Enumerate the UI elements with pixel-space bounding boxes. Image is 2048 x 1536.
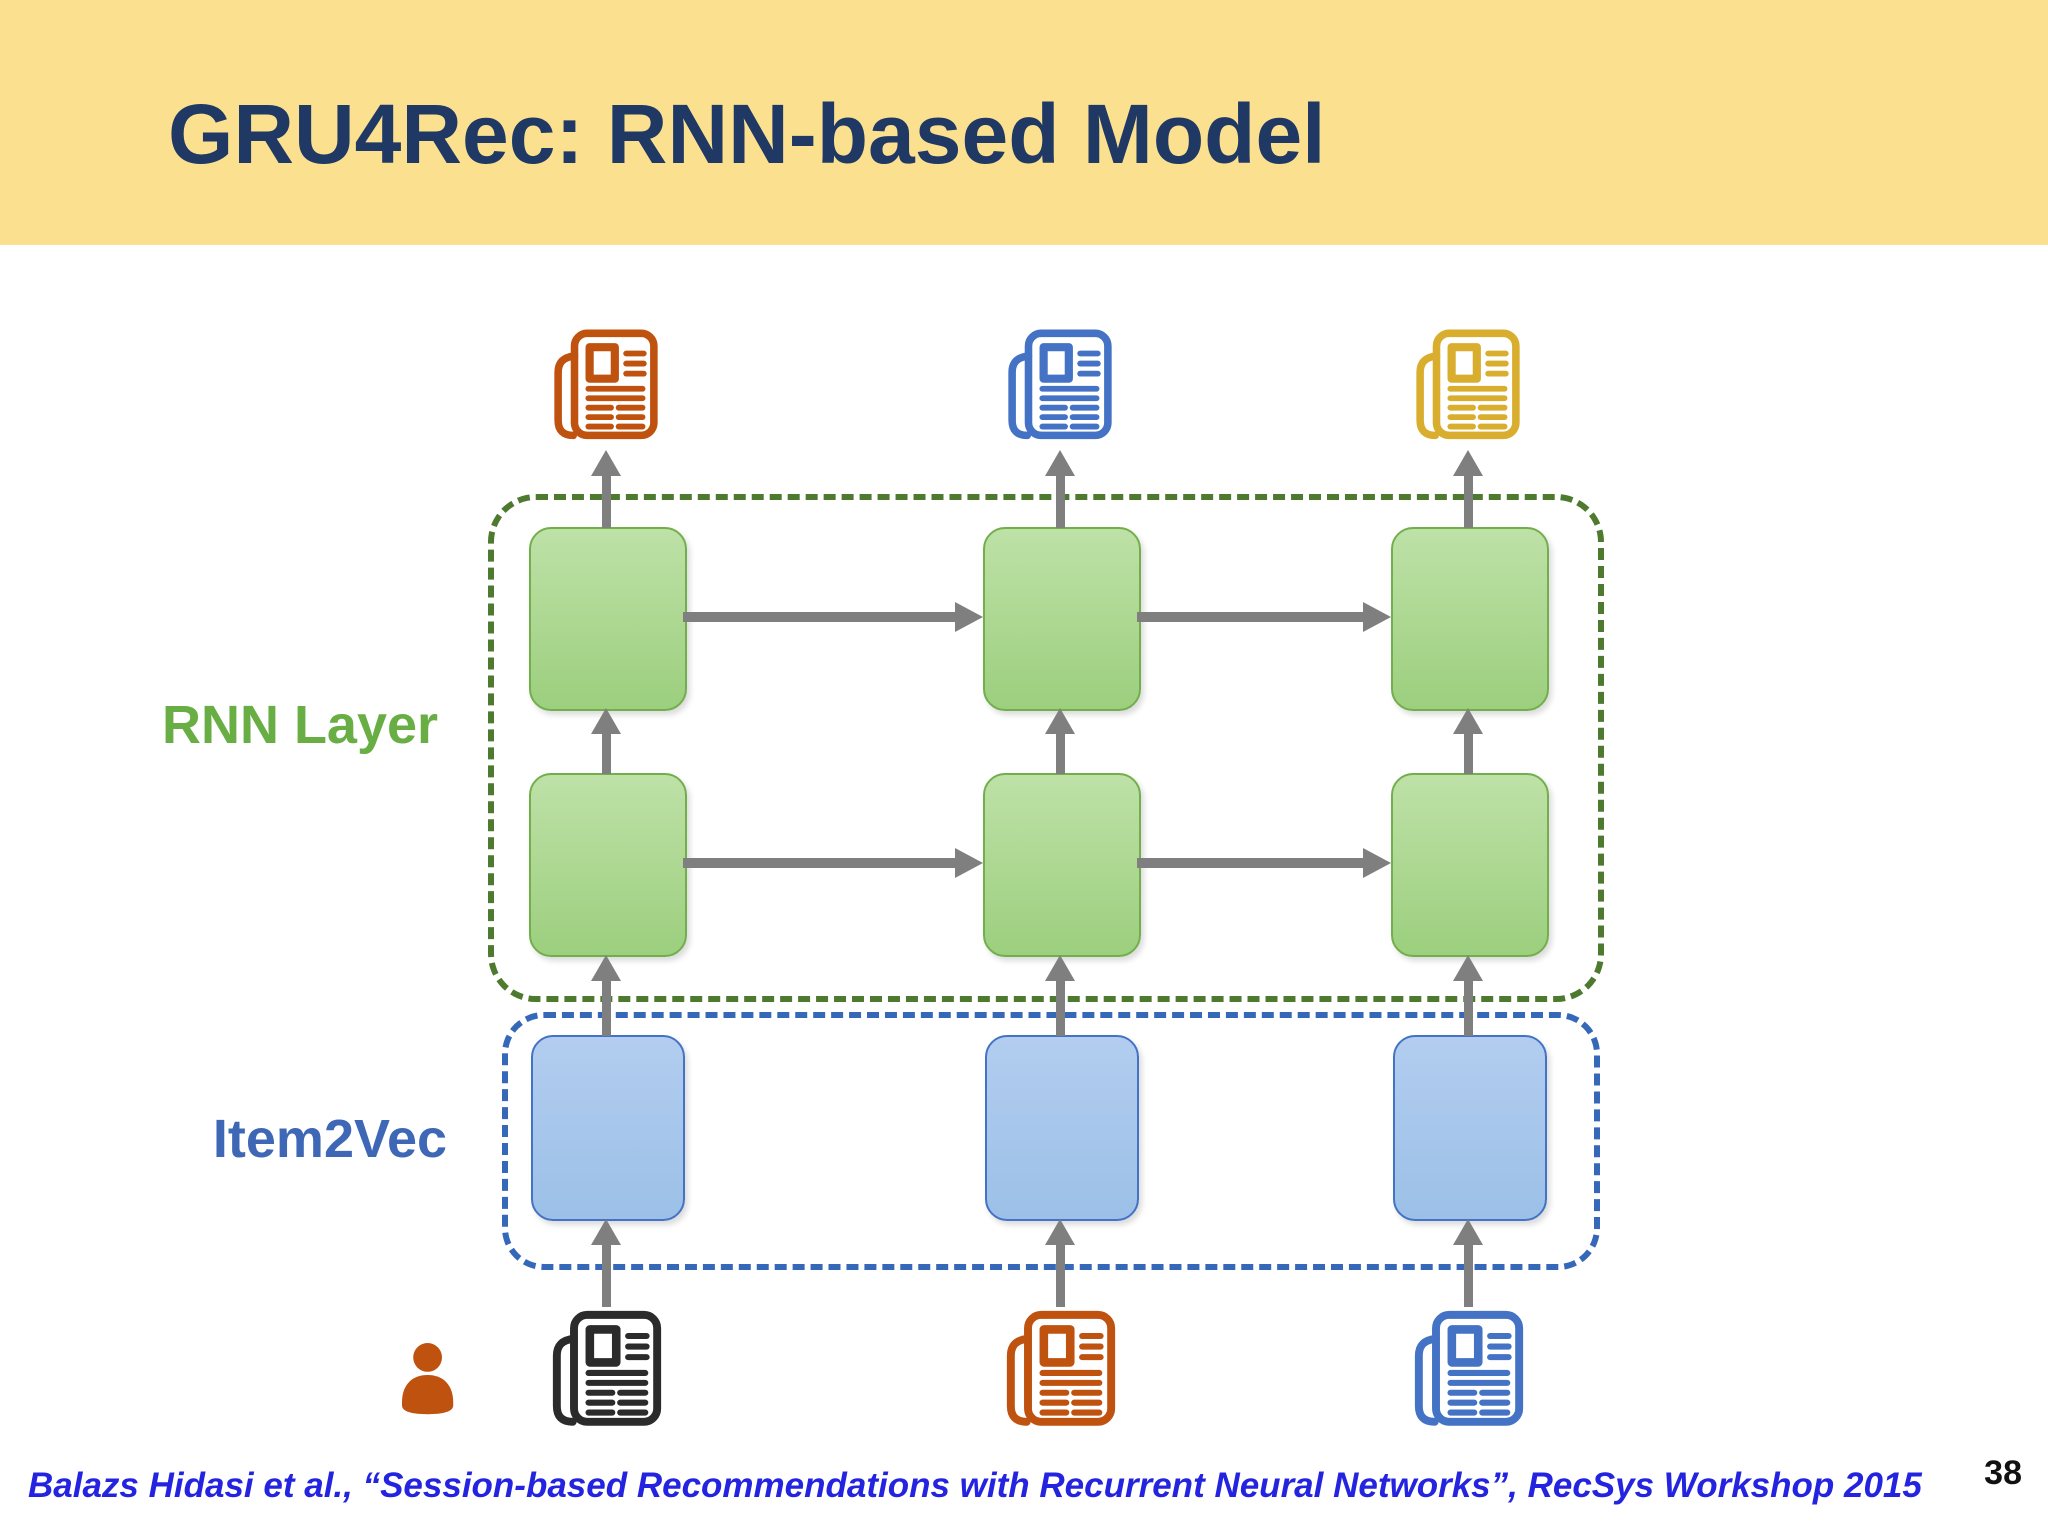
arrow-up-icon (1450, 708, 1486, 774)
arrow-up-icon (588, 955, 624, 1036)
rnn-cell (529, 527, 687, 711)
item2vec-label: Item2Vec (212, 1109, 448, 1169)
newspaper-icon (543, 322, 669, 448)
arrow-up-icon (1042, 708, 1078, 774)
rnn-cell (529, 773, 687, 957)
rnn-cell (1391, 527, 1549, 711)
arrow-up-icon (1042, 955, 1078, 1036)
embedding-cell (1393, 1035, 1547, 1221)
rnn-cell (983, 527, 1141, 711)
item2vec-frame (502, 1012, 1600, 1270)
arrow-up-icon (588, 708, 624, 774)
page-title: GRU4Rec: RNN-based Model (168, 87, 1326, 181)
citation-text: Balazs Hidasi et al., “Session-based Rec… (28, 1466, 1922, 1505)
arrow-right-icon (1137, 599, 1391, 635)
arrow-up-icon (588, 1219, 624, 1307)
arrow-up-icon (588, 450, 624, 528)
newspaper-icon (995, 1303, 1127, 1435)
arrow-right-icon (683, 599, 983, 635)
arrow-up-icon (1450, 1219, 1486, 1307)
rnn-cell (983, 773, 1141, 957)
arrow-right-icon (683, 845, 983, 881)
arrow-up-icon (1042, 450, 1078, 528)
user-icon (386, 1329, 466, 1421)
newspaper-icon (1403, 1303, 1535, 1435)
header-band (0, 0, 2048, 245)
newspaper-icon (1405, 322, 1531, 448)
arrow-up-icon (1450, 450, 1486, 528)
newspaper-icon (997, 322, 1123, 448)
arrow-right-icon (1137, 845, 1391, 881)
rnn-layer-frame (488, 494, 1604, 1002)
page-number: 38 (1984, 1454, 2022, 1492)
embedding-cell (985, 1035, 1139, 1221)
arrow-up-icon (1042, 1219, 1078, 1307)
arrow-up-icon (1450, 955, 1486, 1036)
newspaper-icon (541, 1303, 673, 1435)
rnn-layer-label: RNN Layer (161, 695, 439, 755)
embedding-cell (531, 1035, 685, 1221)
rnn-cell (1391, 773, 1549, 957)
